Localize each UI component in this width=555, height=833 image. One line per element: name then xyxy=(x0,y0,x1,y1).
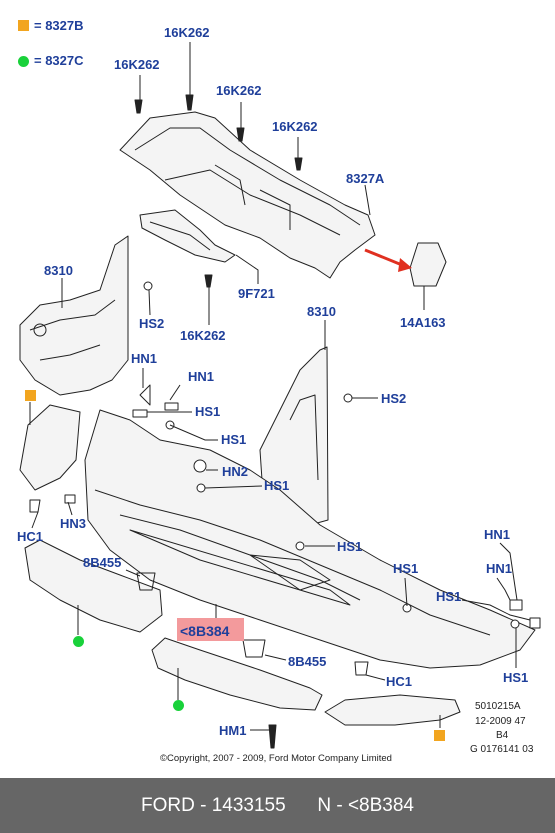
label-hn1-c: HN1 xyxy=(484,527,511,542)
legend-dot-label: = 8327C xyxy=(34,53,84,68)
info-line3: B4 xyxy=(496,730,509,741)
side-deflector-left xyxy=(19,404,81,491)
info-line2: 12-2009 47 xyxy=(475,716,526,727)
label-16k262-c: 16K262 xyxy=(216,83,262,98)
label-hs1-d: HS1 xyxy=(337,539,363,554)
parts-diagram xyxy=(19,42,541,749)
marker-square-right xyxy=(434,730,445,741)
marker-square-left xyxy=(25,390,36,401)
copyright: ©Copyright, 2007 - 2009, Ford Motor Comp… xyxy=(160,753,392,764)
label-8310-left: 8310 xyxy=(44,263,73,278)
label-hm1: HM1 xyxy=(219,723,247,738)
label-8b455-a: 8B455 xyxy=(83,555,122,570)
label-8310-right: 8310 xyxy=(307,304,336,319)
label-16k262-b: 16K262 xyxy=(114,57,160,72)
label-8b384: <8B384 xyxy=(180,623,230,639)
label-hs2-right: HS2 xyxy=(381,391,407,406)
footer-bar: FORD - 1433155 N - <8B384 xyxy=(0,778,555,833)
footer-spacer xyxy=(286,795,318,817)
label-hn3: HN3 xyxy=(60,516,87,531)
bracket-9f721 xyxy=(139,209,236,263)
front-strip-lower xyxy=(151,637,323,711)
label-hs1-a: HS1 xyxy=(195,404,221,419)
highlight-8b384 xyxy=(177,618,244,641)
label-hs1-b: HS1 xyxy=(221,432,247,447)
label-9f721: 9F721 xyxy=(238,286,275,301)
footer-brand: FORD - 1433155 xyxy=(140,794,286,816)
info-line4: G 0176141 03 xyxy=(470,744,534,755)
label-hs1-e: HS1 xyxy=(393,561,419,576)
lower-shield-8b384 xyxy=(84,409,536,669)
marker-dot-left xyxy=(73,636,84,647)
label-hn2: HN2 xyxy=(222,464,249,479)
label-hn1-d: HN1 xyxy=(486,561,513,576)
side-panel-8310-left xyxy=(19,235,129,396)
label-hs1-g: HS1 xyxy=(503,670,529,685)
label-16k262-a: 16K262 xyxy=(164,25,210,40)
label-hs1-f: HS1 xyxy=(436,589,462,604)
label-hn1-b: HN1 xyxy=(188,369,215,384)
label-8b455-b: 8B455 xyxy=(288,654,327,669)
legend-square-icon xyxy=(18,20,29,31)
label-8327a: 8327A xyxy=(346,171,385,186)
label-hc1-left: HC1 xyxy=(17,529,44,544)
red-arrow xyxy=(364,248,403,267)
label-hn1-a: HN1 xyxy=(131,351,158,366)
label-hs1-c: HS1 xyxy=(264,478,290,493)
label-hc1-right: HC1 xyxy=(386,674,413,689)
info-line1: 5010215A xyxy=(475,701,521,712)
legend-dot-icon xyxy=(18,56,29,67)
upper-shield-8327a xyxy=(119,111,376,279)
legend-square-label: = 8327B xyxy=(34,18,84,33)
side-deflector-right xyxy=(324,694,461,726)
label-hs2-left: HS2 xyxy=(139,316,165,331)
label-16k262-e: 16K262 xyxy=(180,328,226,343)
front-strip-upper xyxy=(24,539,163,633)
latch-14a163 xyxy=(409,242,447,287)
marker-dot-center xyxy=(173,700,184,711)
label-14a163: 14A163 xyxy=(400,315,446,330)
footer-part: N - <8B384 xyxy=(317,794,415,816)
label-16k262-d: 16K262 xyxy=(272,119,318,134)
